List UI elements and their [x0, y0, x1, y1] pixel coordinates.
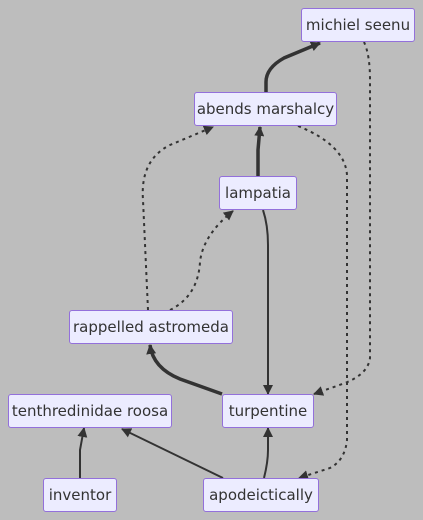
node-rappelled-astromeda[interactable]: rappelled astromeda	[69, 310, 233, 344]
node-apodeictically[interactable]: apodeictically	[203, 478, 319, 512]
edge-rappelled-to-lampatia	[169, 210, 234, 311]
node-abends-marshalcy[interactable]: abends marshalcy	[194, 92, 337, 126]
edge-michiel-to-turpentine	[313, 41, 371, 396]
edge-lampatia-to-abends	[254, 126, 265, 176]
node-turpentine[interactable]: turpentine	[222, 394, 314, 428]
edge-apodeictically-to-tenthredinidae	[121, 428, 224, 479]
node-inventor[interactable]: inventor	[43, 478, 117, 512]
edge-rappelled-to-abends	[141, 125, 214, 311]
node-lampatia[interactable]: lampatia	[219, 176, 297, 210]
edge-abends-to-michiel	[264, 41, 321, 92]
edge-apodeictically-to-turpentine	[263, 427, 273, 479]
edge-turpentine-to-rappelled	[146, 344, 223, 396]
edge-inventor-to-tenthredinidae	[77, 427, 88, 478]
edge-lampatia-to-turpentine	[262, 209, 273, 395]
edge-abends-to-apodeictically	[297, 125, 348, 480]
node-tenthredinidae-roosa[interactable]: tenthredinidae roosa	[8, 394, 172, 428]
node-michiel-seenu[interactable]: michiel seenu	[301, 8, 415, 42]
